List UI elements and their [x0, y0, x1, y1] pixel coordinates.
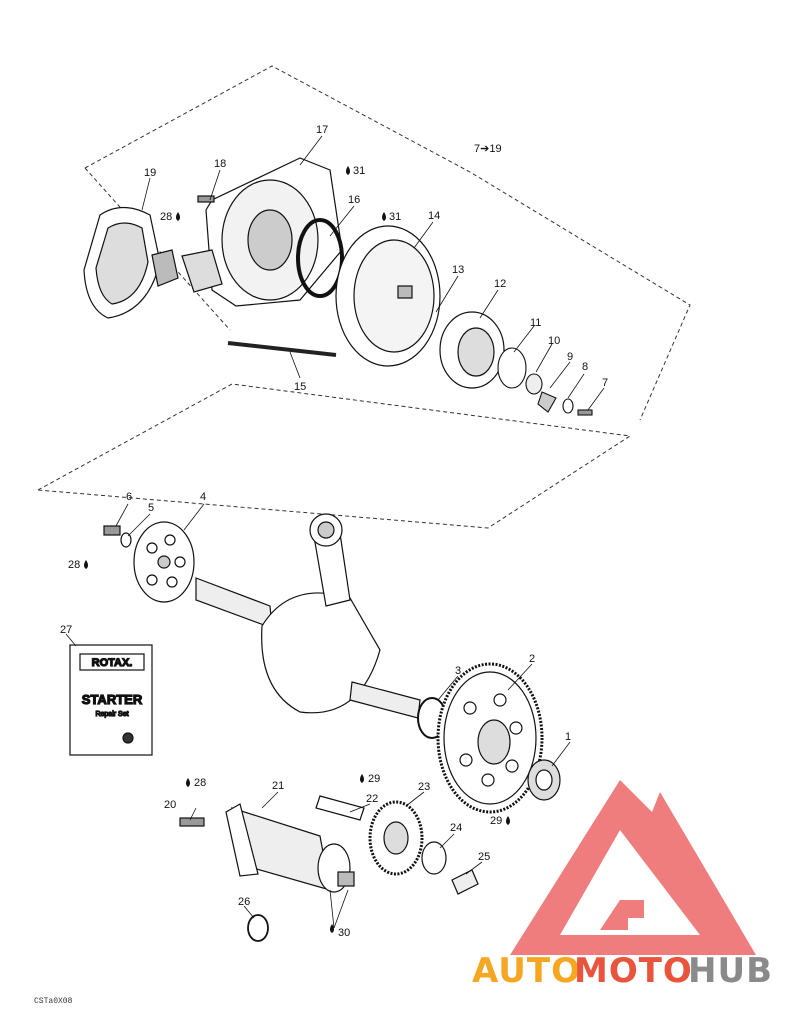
o-ring: [296, 218, 344, 298]
needle-bearing: [527, 759, 561, 801]
lubricant-markers: 31 31 28 28 28 29 29 30: [68, 165, 510, 939]
ratchet-parts: [497, 347, 593, 416]
callout-3: 3: [455, 665, 461, 677]
starter-housing: [181, 157, 343, 307]
callout-23: 23: [418, 781, 430, 793]
starter-drive-plate: [103, 521, 195, 603]
package-title: STARTER: [82, 692, 143, 707]
package-subtitle: Repair Set: [95, 711, 128, 718]
lubricant-29-bearing: 29: [490, 815, 510, 827]
drop-icon: [186, 778, 190, 787]
callout-7: 7: [602, 377, 608, 389]
drop-icon: [330, 924, 334, 933]
watermark-hub: HUB: [688, 951, 773, 991]
callout-19: 19: [144, 167, 156, 179]
svg-text:29: 29: [490, 815, 502, 827]
repair-set-package: ROTAX. STARTER Repair Set: [69, 644, 153, 756]
callout-4: 4: [200, 491, 206, 503]
svg-text:31: 31: [353, 165, 365, 177]
callout-5: 5: [148, 502, 154, 514]
starter-handle: [83, 206, 179, 319]
callout-1: 1: [565, 731, 571, 743]
lubricant-28-motor-bolt: 28: [186, 777, 206, 789]
watermark-logo: [510, 780, 756, 955]
starter-rope: [227, 341, 337, 357]
callout-27: 27: [60, 624, 72, 636]
watermark-auto: AUTO: [472, 951, 581, 991]
lubricant-31-housing: 31: [346, 165, 365, 177]
svg-text:31: 31: [389, 211, 401, 223]
assembly-boundary-lower: [37, 383, 632, 529]
drop-icon: [346, 166, 350, 175]
lubricant-30-motor: 30: [330, 924, 350, 939]
lubricant-31-pulley: 31: [382, 211, 401, 223]
ring-gear: [436, 662, 544, 814]
group-label: 7➔19: [474, 143, 502, 155]
rope-pulley: [335, 225, 441, 367]
callout-22: 22: [366, 793, 378, 805]
drop-icon: [360, 774, 364, 783]
callout-2: 2: [529, 653, 535, 665]
callout-20: 20: [164, 799, 176, 811]
package-brand: ROTAX.: [92, 657, 133, 669]
logo-mark: [600, 900, 644, 930]
watermark-moto: MOTO: [574, 951, 693, 991]
logo-triangle-inner: [560, 830, 700, 935]
drop-icon: [506, 816, 510, 825]
callout-21: 21: [272, 780, 284, 792]
callout-labels: 1 2 3 4 5 6 7 8 9 10 11 12 13 14 15 16 1…: [60, 124, 608, 908]
svg-text:28: 28: [160, 211, 172, 223]
callout-18: 18: [214, 158, 226, 170]
lubricant-29-shaft: 29: [360, 773, 380, 785]
watermark-text: AUTO MOTO HUB: [472, 951, 773, 991]
svg-text:30: 30: [338, 927, 350, 939]
circlip: [247, 914, 269, 942]
drop-icon: [84, 560, 88, 569]
leader-lines: [65, 135, 605, 929]
svg-text:28: 28: [194, 777, 206, 789]
callout-26: 26: [238, 896, 250, 908]
callout-12: 12: [494, 278, 506, 290]
figure-code: CSTa0X08: [34, 997, 73, 1006]
svg-text:28: 28: [68, 559, 80, 571]
svg-text:29: 29: [368, 773, 380, 785]
callout-13: 13: [452, 264, 464, 276]
starter-motor: [179, 803, 355, 893]
lubricant-28-housing-bolt: 28: [160, 211, 180, 223]
callout-11: 11: [530, 317, 541, 329]
callout-10: 10: [548, 335, 560, 347]
callout-15: 15: [294, 381, 306, 393]
callout-17: 17: [316, 124, 328, 136]
spring-cover: [439, 311, 505, 389]
drop-icon: [176, 212, 180, 221]
crankshaft: [195, 513, 421, 719]
callout-24: 24: [450, 822, 462, 834]
callout-14: 14: [428, 210, 440, 222]
callout-6: 6: [126, 491, 132, 503]
callout-16: 16: [348, 194, 360, 206]
callout-9: 9: [567, 351, 573, 363]
intermediate-gear-parts: [315, 795, 479, 895]
callout-8: 8: [582, 361, 588, 373]
callout-25: 25: [478, 851, 490, 863]
drop-icon: [382, 212, 386, 221]
lubricant-28-plate-bolt: 28: [68, 559, 88, 571]
